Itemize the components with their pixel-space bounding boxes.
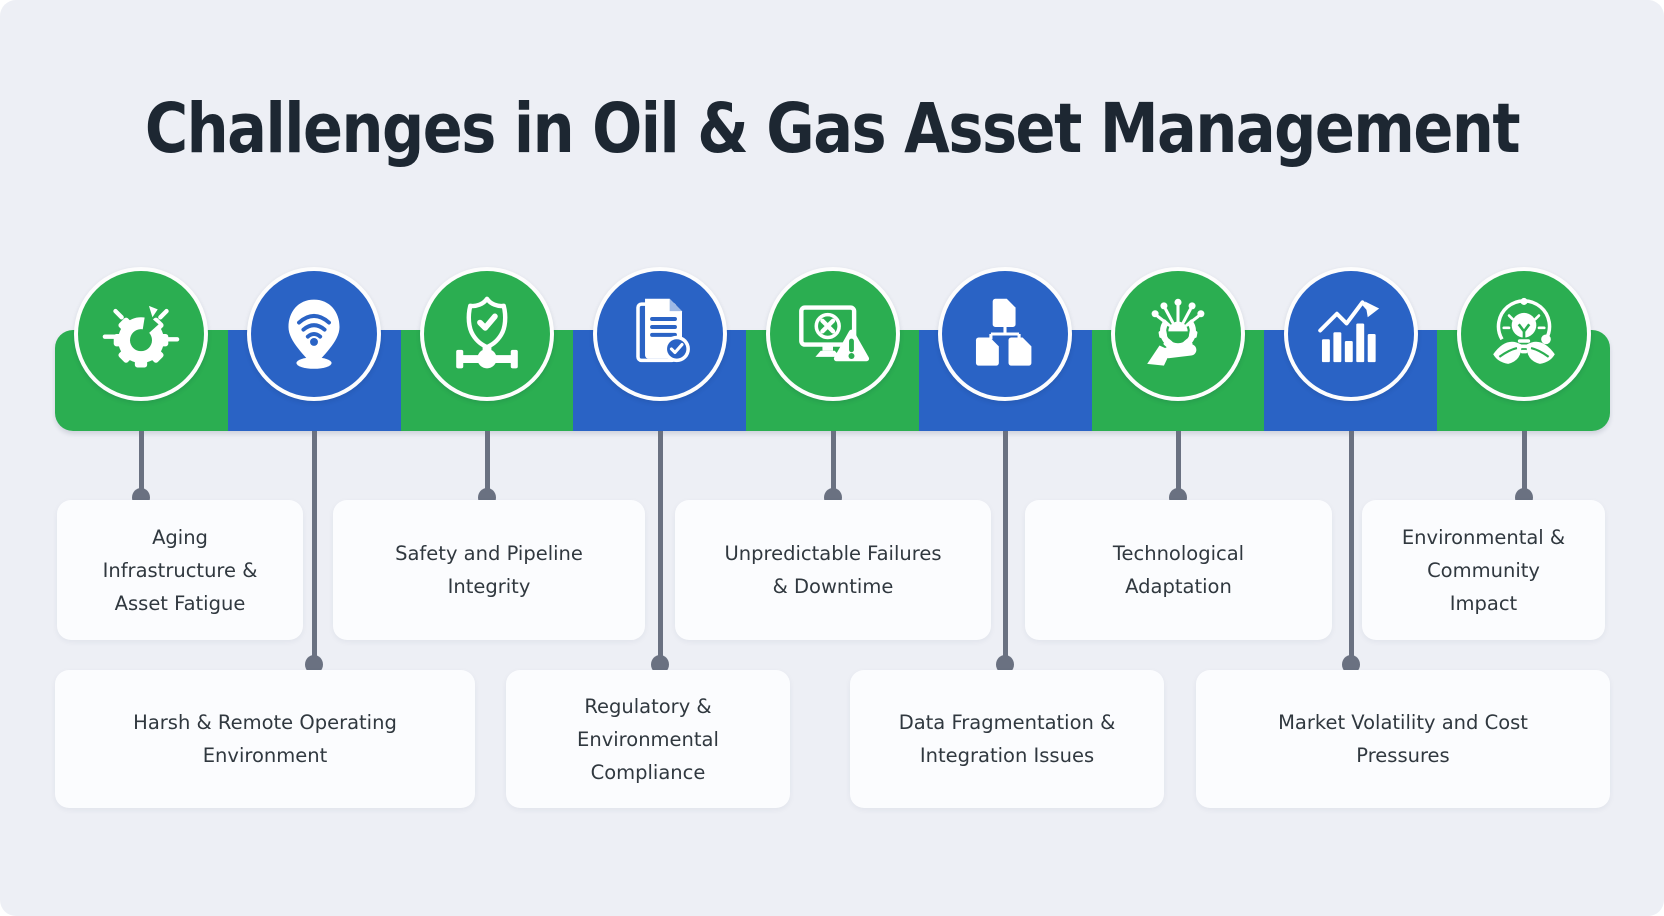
challenge-card-9: Environmental & Community Impact [1362,500,1605,640]
connector-line-3 [485,431,490,491]
connector-line-6 [1003,431,1008,659]
connector-line-4 [658,431,663,659]
challenge-label: Aging Infrastructure & Asset Fatigue [102,525,258,615]
challenge-card-3: Safety and Pipeline Integrity [333,500,645,640]
icon-tile-5 [766,267,900,401]
challenge-card-2: Harsh & Remote Operating Environment [55,670,475,808]
challenge-label: Unpredictable Failures & Downtime [724,542,942,598]
challenge-card-1: Aging Infrastructure & Asset Fatigue [57,500,303,640]
icon-tile-8 [1284,267,1418,401]
icon-tile-6 [938,267,1072,401]
connector-dot-2 [305,655,323,674]
icon-tile-2 [247,267,381,401]
connector-line-8 [1349,431,1354,659]
connector-line-7 [1176,431,1181,491]
icon-tile-1 [74,267,208,401]
eco-lightbulb-icon [1493,297,1555,364]
icon-tile-3 [420,267,554,401]
challenge-label: Regulatory & Environmental Compliance [577,694,719,784]
connector-dot-6 [996,655,1014,674]
challenge-label: Data Fragmentation & Integration Issues [898,711,1116,767]
challenge-card-7: Technological Adaptation [1025,500,1332,640]
hand-gear-icon [1147,298,1205,366]
challenge-label: Technological Adaptation [1112,542,1245,598]
monitor-error-icon [799,305,870,362]
fragmented-files-icon [975,298,1032,366]
challenge-label: Safety and Pipeline Integrity [395,542,583,598]
bar-chart-arrow-icon [1318,300,1380,363]
connector-line-9 [1522,431,1527,491]
icon-tile-9 [1457,267,1591,401]
page-title: Challenges in Oil & Gas Asset Management [144,88,1521,169]
challenge-label: Environmental & Community Impact [1401,525,1566,615]
challenge-card-8: Market Volatility and Cost Pressures [1196,670,1610,808]
location-pin-wifi-icon [288,299,340,369]
connector-line-2 [312,431,317,659]
connector-dot-8 [1342,655,1360,674]
challenge-label: Harsh & Remote Operating Environment [133,711,397,767]
icon-tile-4 [593,267,727,401]
broken-gear-icon [102,305,180,368]
shield-pipeline-icon [456,296,518,369]
connector-dot-4 [651,655,669,674]
challenge-card-4: Regulatory & Environmental Compliance [506,670,790,808]
icon-tile-7 [1111,267,1245,401]
connector-line-5 [831,431,836,491]
connector-line-1 [139,431,144,491]
compliance-document-icon [636,298,690,363]
challenge-card-5: Unpredictable Failures & Downtime [675,500,991,640]
challenge-card-6: Data Fragmentation & Integration Issues [850,670,1164,808]
challenge-label: Market Volatility and Cost Pressures [1278,711,1528,767]
